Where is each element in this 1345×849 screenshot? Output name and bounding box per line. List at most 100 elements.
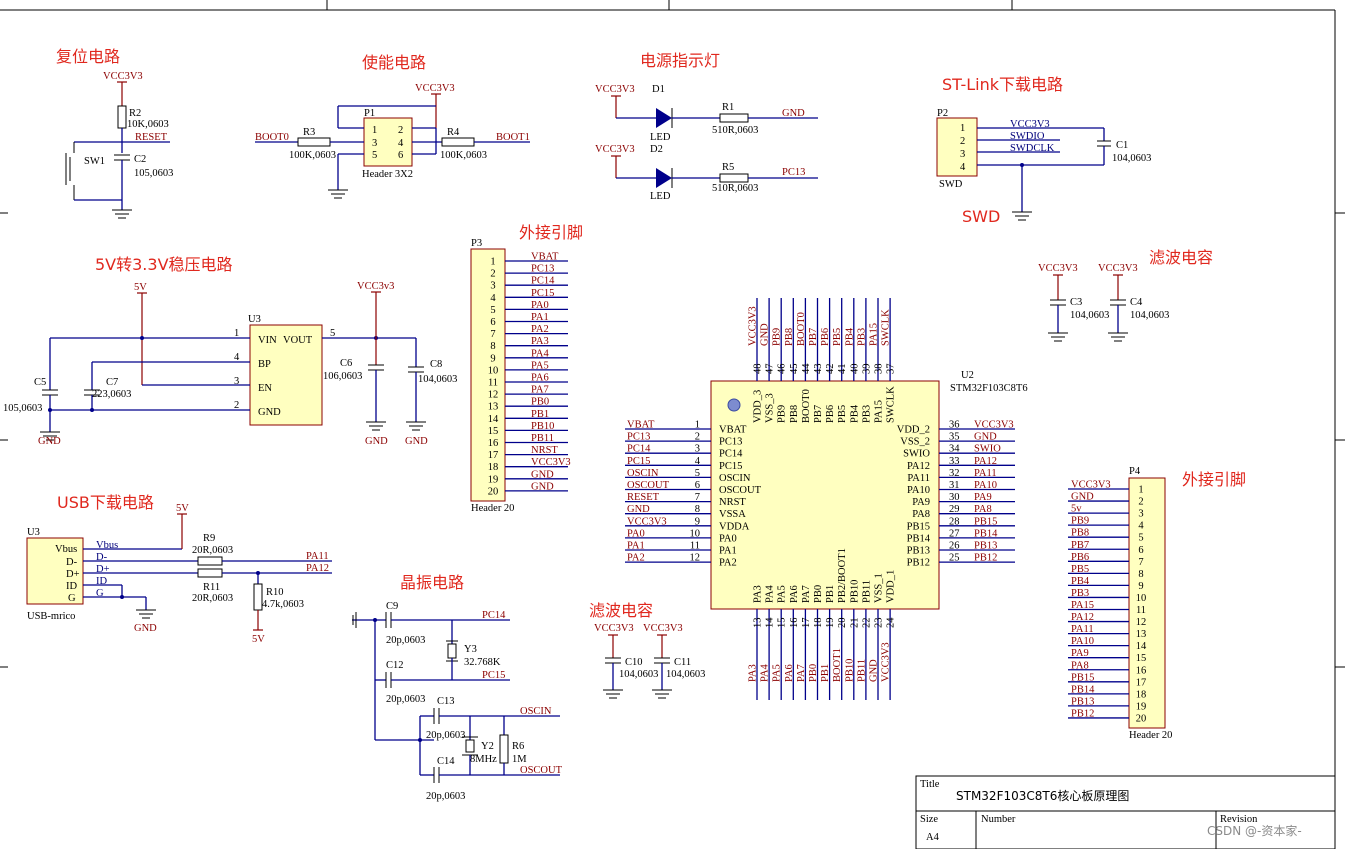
c6-gnd-label: GND [365,436,388,447]
p4-part: Header 20 [1129,730,1172,741]
mcu-top-net: PB9 [772,328,783,346]
crystal-y2 [465,739,475,753]
mcu-top-net: BOOT0 [796,312,807,346]
mcu-top-net: PB4 [844,327,855,346]
p4-pin-number: 15 [1136,653,1147,664]
c9-ref: C9 [386,601,398,612]
mcu-right-pin-name: PA10 [907,485,930,496]
p3-net-label: VCC3V3 [531,457,571,468]
mcu-top-pin-number: 47 [765,364,776,375]
svg-text:VIN: VIN [258,335,277,346]
reset-vcc-label: VCC3V3 [103,71,143,82]
r3-ref: R3 [303,127,315,138]
mcu-left-pin-number: 1 [695,420,700,431]
p3-pin-number: 12 [488,390,499,401]
stlink-circuit: P2 1 2 3 4 SWD VCC3V3 SWDIO SWDCLK C1 10… [936,108,1151,221]
r5-ref: R5 [722,162,734,173]
mcu-top-net: PB8 [784,328,795,346]
mcu-bottom-pin-name: PA3 [753,585,764,603]
mcu-top-pin-number: 40 [849,364,860,375]
mcu-top-pin-number: 44 [801,363,812,374]
title-block: Title STM32F103C8T6核心板原理图 Size A4 Number… [915,775,1336,849]
mcu-right-pin-number: 30 [949,492,960,503]
c1-value: 104,0603 [1112,153,1151,164]
r6-value: 1M [512,754,527,765]
crystal-pc15: PC15 [482,670,505,681]
svg-text:4: 4 [960,162,966,173]
mcu-bottom-net: PA4 [760,664,771,682]
c13-value: 20p,0603 [426,730,465,741]
mcu-left-pin-number: 5 [695,468,700,479]
c1-ref: C1 [1116,140,1128,151]
reg-gnd-label: GND [38,436,61,447]
mcu-left-net: OSCOUT [627,480,670,491]
p3-pin-number: 9 [490,353,495,364]
mcu-bottom-pin-name: PA4 [765,585,776,603]
p4-net-label: PB8 [1071,528,1089,539]
p4-net-label: PB13 [1071,696,1094,707]
r11-value: 20R,0603 [192,593,233,604]
mcu-right-net: PB13 [974,541,997,552]
p3-net-label: NRST [531,445,558,456]
mcu-bottom-pin-name: VSS_1 [874,573,885,603]
size-label: Size [920,814,938,825]
mcu-right-pin-number: 25 [949,553,960,564]
p3-net-label: GND [531,481,554,492]
reg-vcc-out: VCC3v3 [357,281,394,292]
mcu-left-pin-number: 6 [695,480,700,491]
sw1-ref: SW1 [84,156,105,167]
p4-pin-number: 4 [1138,521,1144,532]
svg-text:D+: D+ [66,569,80,580]
mcu-top-pin-name: PB7 [813,405,824,423]
mcu-left-pin-number: 10 [690,528,701,539]
usb-circuit: U3 Vbus D- D+ ID G USB-mrico Vbus D- D+ … [26,503,332,645]
p3-net-label: PC14 [531,276,555,287]
mcu-right-pin-name: SWIO [903,449,930,460]
mcu-top-pin-name: PB9 [777,405,788,423]
regulator-circuit: 5V U3 VIN VOUT BP EN GND 1 5 4 3 2 C5 10… [3,281,457,447]
section-title-ext-pins-2: 外接引脚 [1182,470,1246,489]
p4-net-label: PB5 [1071,564,1089,575]
r4-value: 100K,0603 [440,150,487,161]
p3-pin-number: 15 [488,426,499,437]
mcu-bottom-pin-name: PB0 [813,585,824,603]
mcu-bottom-net: PB10 [844,659,855,682]
ground-symbol [366,421,386,431]
section-title-stlink: ST-Link下载电路 [942,75,1063,94]
mcu-top-pin-name: PB4 [849,404,860,423]
svg-text:1: 1 [960,123,965,134]
c11-value: 104,0603 [666,669,705,680]
p4-net-label: PB3 [1071,588,1089,599]
r9-value: 20R,0603 [192,545,233,556]
mcu-left-pin-number: 3 [695,444,700,455]
svg-text:Vbus: Vbus [55,544,77,555]
mcu-top-pin-name: PB6 [825,405,836,423]
p4-pin-number: 7 [1138,557,1143,568]
p3-pin-number: 5 [490,305,495,316]
section-title-enable: 使能电路 [362,53,426,72]
p4-net-label: PB15 [1071,672,1094,683]
svg-text:EN: EN [258,383,272,394]
number-label: Number [981,814,1016,825]
c6-ref: C6 [340,358,352,369]
svg-text:5: 5 [372,150,377,161]
reg-ref: U3 [248,314,261,325]
r10-ref: R10 [266,587,284,598]
p4-pin-number: 1 [1138,485,1143,496]
mcu-bottom-pin-name: PA5 [777,585,788,603]
c4-value: 104,0603 [1130,310,1169,321]
mcu-bottom-net: PA5 [772,664,783,682]
r2-ref: R2 [129,108,141,119]
mcu-left-pin-name: VDDA [719,521,750,532]
regulator-u3 [249,324,323,426]
reg-5v: 5V [134,282,147,293]
mcu-left-pin-number: 4 [695,456,701,467]
p4-pin-number: 17 [1136,677,1147,688]
p4-net-label: PA9 [1071,648,1089,659]
mcu-left-pin-name: VBAT [719,425,747,436]
mcu-left-pin-name: PC14 [719,449,743,460]
mcu-left-pin-number: 2 [695,432,700,443]
c2-value: 105,0603 [134,168,173,179]
y3-ref: Y3 [464,644,477,655]
p4-pin-number: 9 [1138,581,1143,592]
